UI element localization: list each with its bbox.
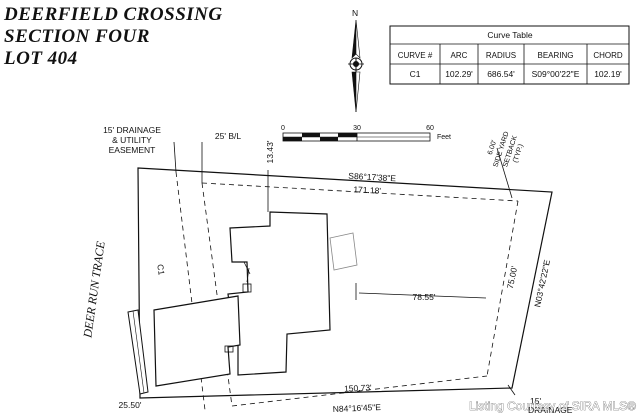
front-step [127, 309, 149, 395]
scale-bar: 0 30 60 Feet [281, 125, 451, 142]
curve-table-header-arc: ARC [451, 51, 468, 60]
street-name: DEER RUN TRACE [80, 240, 108, 340]
curve-table-cell-radius: 686.54' [487, 69, 515, 79]
north-line-distance: 171.18' [353, 184, 382, 196]
dimension-lines [173, 141, 516, 396]
curve-table-header-bearing: BEARING [537, 51, 573, 60]
side-yard-label-1: 6.00' [487, 139, 498, 155]
scale-tick-30: 30 [353, 125, 361, 132]
drainage-easement-line-2: & UTILITY [112, 135, 152, 145]
title-line-2: SECTION FOUR [4, 26, 150, 47]
front-setback-dimension: 13.43' [265, 140, 275, 163]
scale-unit: Feet [437, 134, 451, 141]
north-label: N [352, 8, 358, 18]
east-line-bearing: N03°42'22"E [532, 258, 552, 308]
curve-c1-label: C1 [155, 264, 166, 276]
title-line-3: LOT 404 [3, 48, 78, 69]
house-footprint [227, 211, 331, 376]
curve-table-header-radius: RADIUS [486, 51, 516, 60]
curve-table-cell-bearing: S09°00'22"E [532, 69, 580, 79]
building-line-label: 25' B/L [215, 131, 241, 141]
house-side-distance: 78.55' [413, 292, 436, 302]
south-line-bearing: N84°16'45"E [333, 402, 382, 414]
curve-table-header-chord: CHORD [593, 51, 623, 60]
house-details [224, 261, 252, 353]
drainage-bottom-line-2: DRAINAGE [528, 405, 573, 415]
garage-footprint [153, 295, 241, 387]
north-arrow-icon: N [348, 8, 364, 113]
scale-tick-60: 60 [426, 125, 434, 132]
curve-table-cell-chord: 102.19' [594, 69, 622, 79]
mls-watermark: Listing Courtesy of SIRA MLS® [469, 399, 636, 413]
drainage-bottom-line-1: 15' [530, 396, 541, 406]
title-block: DEERFIELD CROSSING SECTION FOUR LOT 404 [3, 4, 223, 69]
scale-tick-0: 0 [281, 125, 285, 132]
title-line-1: DEERFIELD CROSSING [3, 4, 223, 25]
driveway [329, 232, 358, 271]
north-line-bearing: S86°17'38"E [348, 171, 397, 184]
curve-table-cell-arc: 102.29' [445, 69, 473, 79]
curve-table-title: Curve Table [487, 30, 532, 40]
south-line-distance: 150.73' [344, 382, 372, 393]
east-line-distance: 75.00' [505, 265, 520, 290]
curve-table: Curve Table CURVE # ARC RADIUS BEARING C… [389, 25, 630, 85]
drainage-easement-line-3: EASEMENT [109, 145, 156, 155]
drainage-easement-line-1: 15' DRAINAGE [103, 125, 161, 135]
curve-table-cell-curve: C1 [410, 69, 421, 79]
curve-table-header-curve: CURVE # [398, 51, 433, 60]
corner-distance: 25.50' [119, 400, 142, 410]
